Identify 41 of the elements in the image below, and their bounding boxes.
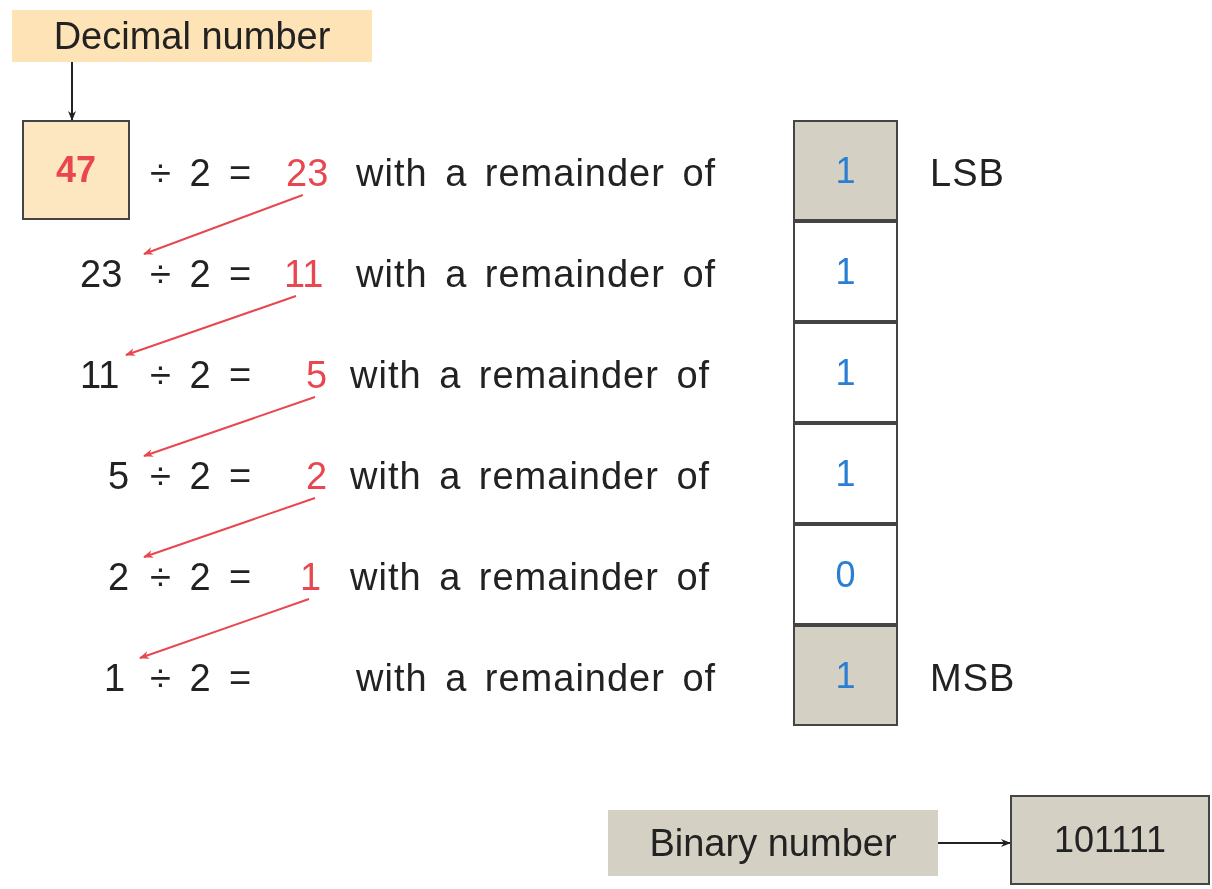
arrow [139, 598, 310, 659]
arrow [125, 295, 297, 356]
equation-text: ÷ 2 = [150, 255, 253, 293]
quotient-number: 2 [306, 452, 336, 500]
bit-cell: 1 [793, 423, 898, 524]
arrow [143, 497, 316, 558]
equation-text: with a remainder of [356, 255, 717, 293]
bit-cell: 1 [793, 221, 898, 322]
number-box: 47 [22, 120, 130, 220]
dividend-number: 1 [104, 654, 134, 702]
equation-text: with a remainder of [356, 154, 717, 192]
quotient-number: 23 [286, 149, 342, 197]
equation-text: ÷ 2 = [150, 457, 253, 495]
result-box: 101111 [1010, 795, 1210, 885]
label-tag: Decimal number [12, 10, 372, 62]
bit-cell: 1 [793, 625, 898, 726]
quotient-number: 1 [300, 553, 330, 601]
equation-text: MSB [930, 659, 1016, 697]
equation-text: ÷ 2 = [150, 154, 253, 192]
equation-text: ÷ 2 = [150, 356, 253, 394]
equation-text: with a remainder of [350, 356, 711, 394]
equation-text: with a remainder of [350, 457, 711, 495]
arrow [68, 61, 76, 121]
dividend-number: 11 [80, 351, 120, 399]
equation-text: with a remainder of [350, 558, 711, 596]
dividend-number: 23 [80, 250, 138, 298]
label-tag: Binary number [608, 810, 938, 876]
quotient-number: 11 [284, 250, 324, 298]
arrow [143, 396, 316, 457]
arrow [937, 839, 1011, 847]
equation-text: ÷ 2 = [150, 558, 253, 596]
equation-text: LSB [930, 154, 1005, 192]
bit-cell: 1 [793, 120, 898, 221]
equation-text: ÷ 2 = [150, 659, 253, 697]
equation-text: with a remainder of [356, 659, 717, 697]
dividend-number: 5 [108, 452, 138, 500]
bit-cell: 1 [793, 322, 898, 423]
dividend-number: 2 [108, 553, 138, 601]
arrow [143, 194, 304, 255]
quotient-number: 5 [306, 351, 336, 399]
bit-cell: 0 [793, 524, 898, 625]
